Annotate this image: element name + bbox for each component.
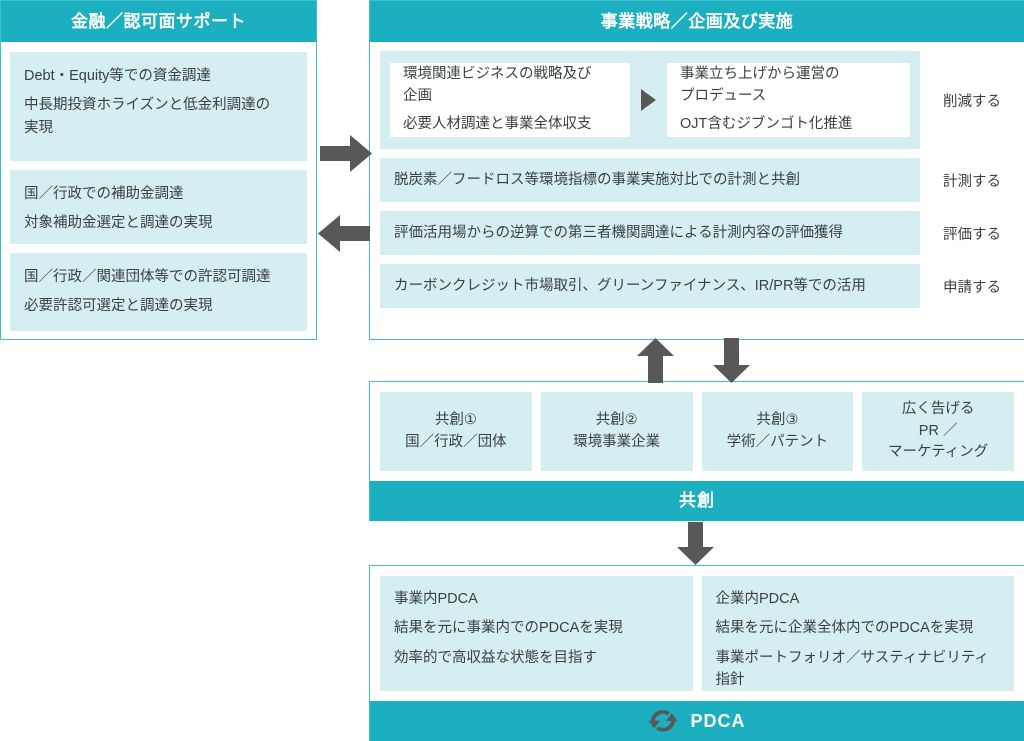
strategy-row-apply-text: カーボンクレジット市場取引、グリーンファイナンス、IR/PR等での活用 (394, 277, 866, 294)
finance-card-subsidy-line-1: 国／行政での補助金調達 (24, 186, 184, 202)
pdca-card-business-line-2: 結果を元に事業内でのPDCAを実現 (394, 620, 623, 637)
arrow-down-icon (713, 338, 750, 388)
strategy-row-measure-text: 脱炭素／フードロス等環境指標の事業実施対比での計測と共創 (394, 171, 800, 188)
arrow-down-secondary-icon (677, 522, 714, 570)
planning-box-strategy: 環境関連ビジネスの戦略及び 企画 必要人材調達と事業全体収支 (390, 63, 630, 137)
triangle-right-icon (630, 89, 667, 111)
cocreation-card-government: 共創① 国／行政／団体 (380, 392, 532, 471)
cocreation-panel: 共創① 国／行政／団体 共創② 環境事業企業 共創③ 学術／パテント 広く告げる… (369, 381, 1024, 521)
planning-box-operation: 事業立ち上げから運営の プロデュース OJT含むジブンゴト化推進 (667, 63, 910, 137)
strategy-row-apply: カーボンクレジット市場取引、グリーンファイナンス、IR/PR等での活用 申請する (380, 264, 1024, 308)
strategy-row-measure: 脱炭素／フードロス等環境指標の事業実施対比での計測と共創 計測する (380, 158, 1024, 202)
business-strategy-panel: 事業戦略／企画及び実施 環境関連ビジネスの戦略及び 企画 必要人材調達と事業全体… (369, 0, 1024, 340)
pdca-card-corporate-line-1: 企業内PDCA (715, 591, 800, 607)
pdca-card-corporate-line-2: 結果を元に企業全体内でのPDCAを実現 (715, 620, 974, 637)
cocreation-bar-label: 共創 (370, 481, 1024, 521)
finance-card-permit-line-1: 国／行政／関連団体等での許認可調達 (24, 269, 271, 285)
finance-card-permit-line-2: 必要許認可選定と調達の実現 (24, 298, 213, 315)
strategy-row-apply-strip: カーボンクレジット市場取引、グリーンファイナンス、IR/PR等での活用 (380, 264, 920, 308)
finance-card-permit: 国／行政／関連団体等での許認可調達 必要許認可選定と調達の実現 (10, 253, 307, 331)
strategy-row-planning-strip: 環境関連ビジネスの戦略及び 企画 必要人材調達と事業全体収支 事業立ち上げから運… (380, 51, 920, 149)
finance-card-funding: Debt・Equity等での資金調達 中長期投資ホライズンと低金利調達の 実現 (10, 52, 307, 161)
planning-box-operation-line-1: 事業立ち上げから運営の プロデュース (680, 66, 840, 105)
pdca-card-business-line-1: 事業内PDCA (394, 591, 478, 607)
strategy-row-evaluate: 評価活用場からの逆算での第三者機関調達による計測内容の評価獲得 評価する (380, 211, 1024, 255)
cocreation-card-enterprise: 共創② 環境事業企業 (540, 392, 693, 471)
strategy-row-apply-label: 申請する (920, 264, 1024, 308)
arrow-up-icon (637, 338, 674, 388)
cocreation-card-pr-marketing: 広く告げる PR ／ マーケティング (862, 392, 1014, 471)
arrow-right-icon (320, 135, 372, 177)
pdca-card-business: 事業内PDCA 結果を元に事業内でのPDCAを実現 効率的で高収益な状態を目指す (380, 576, 693, 691)
business-strategy-body: 環境関連ビジネスの戦略及び 企画 必要人材調達と事業全体収支 事業立ち上げから運… (370, 42, 1024, 317)
strategy-row-measure-strip: 脱炭素／フードロス等環境指標の事業実施対比での計測と共創 (380, 158, 920, 202)
pdca-bar: PDCA (370, 701, 1024, 741)
finance-card-funding-line-1: Debt・Equity等での資金調達 (24, 68, 211, 84)
finance-card-subsidy: 国／行政での補助金調達 対象補助金選定と調達の実現 (10, 170, 307, 244)
strategy-row-planning-label: 削減する (920, 51, 1024, 149)
finance-support-panel: 金融／認可面サポート Debt・Equity等での資金調達 中長期投資ホライズン… (0, 0, 317, 340)
cocreation-card-academic: 共創③ 学術／パテント (701, 392, 854, 471)
cycle-refresh-icon (648, 708, 679, 734)
finance-card-funding-line-2: 中長期投資ホライズンと低金利調達の 実現 (24, 97, 271, 136)
cocreation-card-list: 共創① 国／行政／団体 共創② 環境事業企業 共創③ 学術／パテント 広く告げる… (370, 382, 1024, 481)
pdca-panel: 事業内PDCA 結果を元に事業内でのPDCAを実現 効率的で高収益な状態を目指す… (369, 565, 1024, 741)
pdca-card-corporate: 企業内PDCA 結果を元に企業全体内でのPDCAを実現 事業ポートフォリオ／サス… (701, 576, 1014, 691)
pdca-card-business-line-3: 効率的で高収益な状態を目指す (394, 649, 597, 666)
strategy-row-planning: 環境関連ビジネスの戦略及び 企画 必要人材調達と事業全体収支 事業立ち上げから運… (380, 51, 1024, 149)
strategy-row-evaluate-text: 評価活用場からの逆算での第三者機関調達による計測内容の評価獲得 (394, 224, 844, 241)
planning-box-strategy-line-2: 必要人材調達と事業全体収支 (403, 115, 592, 132)
strategy-row-evaluate-label: 評価する (920, 211, 1024, 255)
strategy-row-measure-label: 計測する (920, 158, 1024, 202)
pdca-card-list: 事業内PDCA 結果を元に事業内でのPDCAを実現 効率的で高収益な状態を目指す… (370, 566, 1024, 701)
pdca-bar-label: PDCA (690, 710, 746, 731)
business-strategy-title: 事業戦略／企画及び実施 (370, 1, 1024, 42)
planning-box-operation-line-2: OJT含むジブンゴト化推進 (680, 115, 853, 132)
strategy-row-evaluate-strip: 評価活用場からの逆算での第三者機関調達による計測内容の評価獲得 (380, 211, 920, 255)
pdca-card-corporate-line-3: 事業ポートフォリオ／サスティナビリティ 指針 (715, 649, 989, 689)
arrow-left-icon (318, 215, 370, 257)
planning-box-strategy-line-1: 環境関連ビジネスの戦略及び 企画 (403, 66, 592, 105)
finance-card-subsidy-line-2: 対象補助金選定と調達の実現 (24, 215, 213, 232)
finance-support-body: Debt・Equity等での資金調達 中長期投資ホライズンと低金利調達の 実現 … (1, 42, 316, 341)
finance-support-title: 金融／認可面サポート (1, 1, 316, 42)
